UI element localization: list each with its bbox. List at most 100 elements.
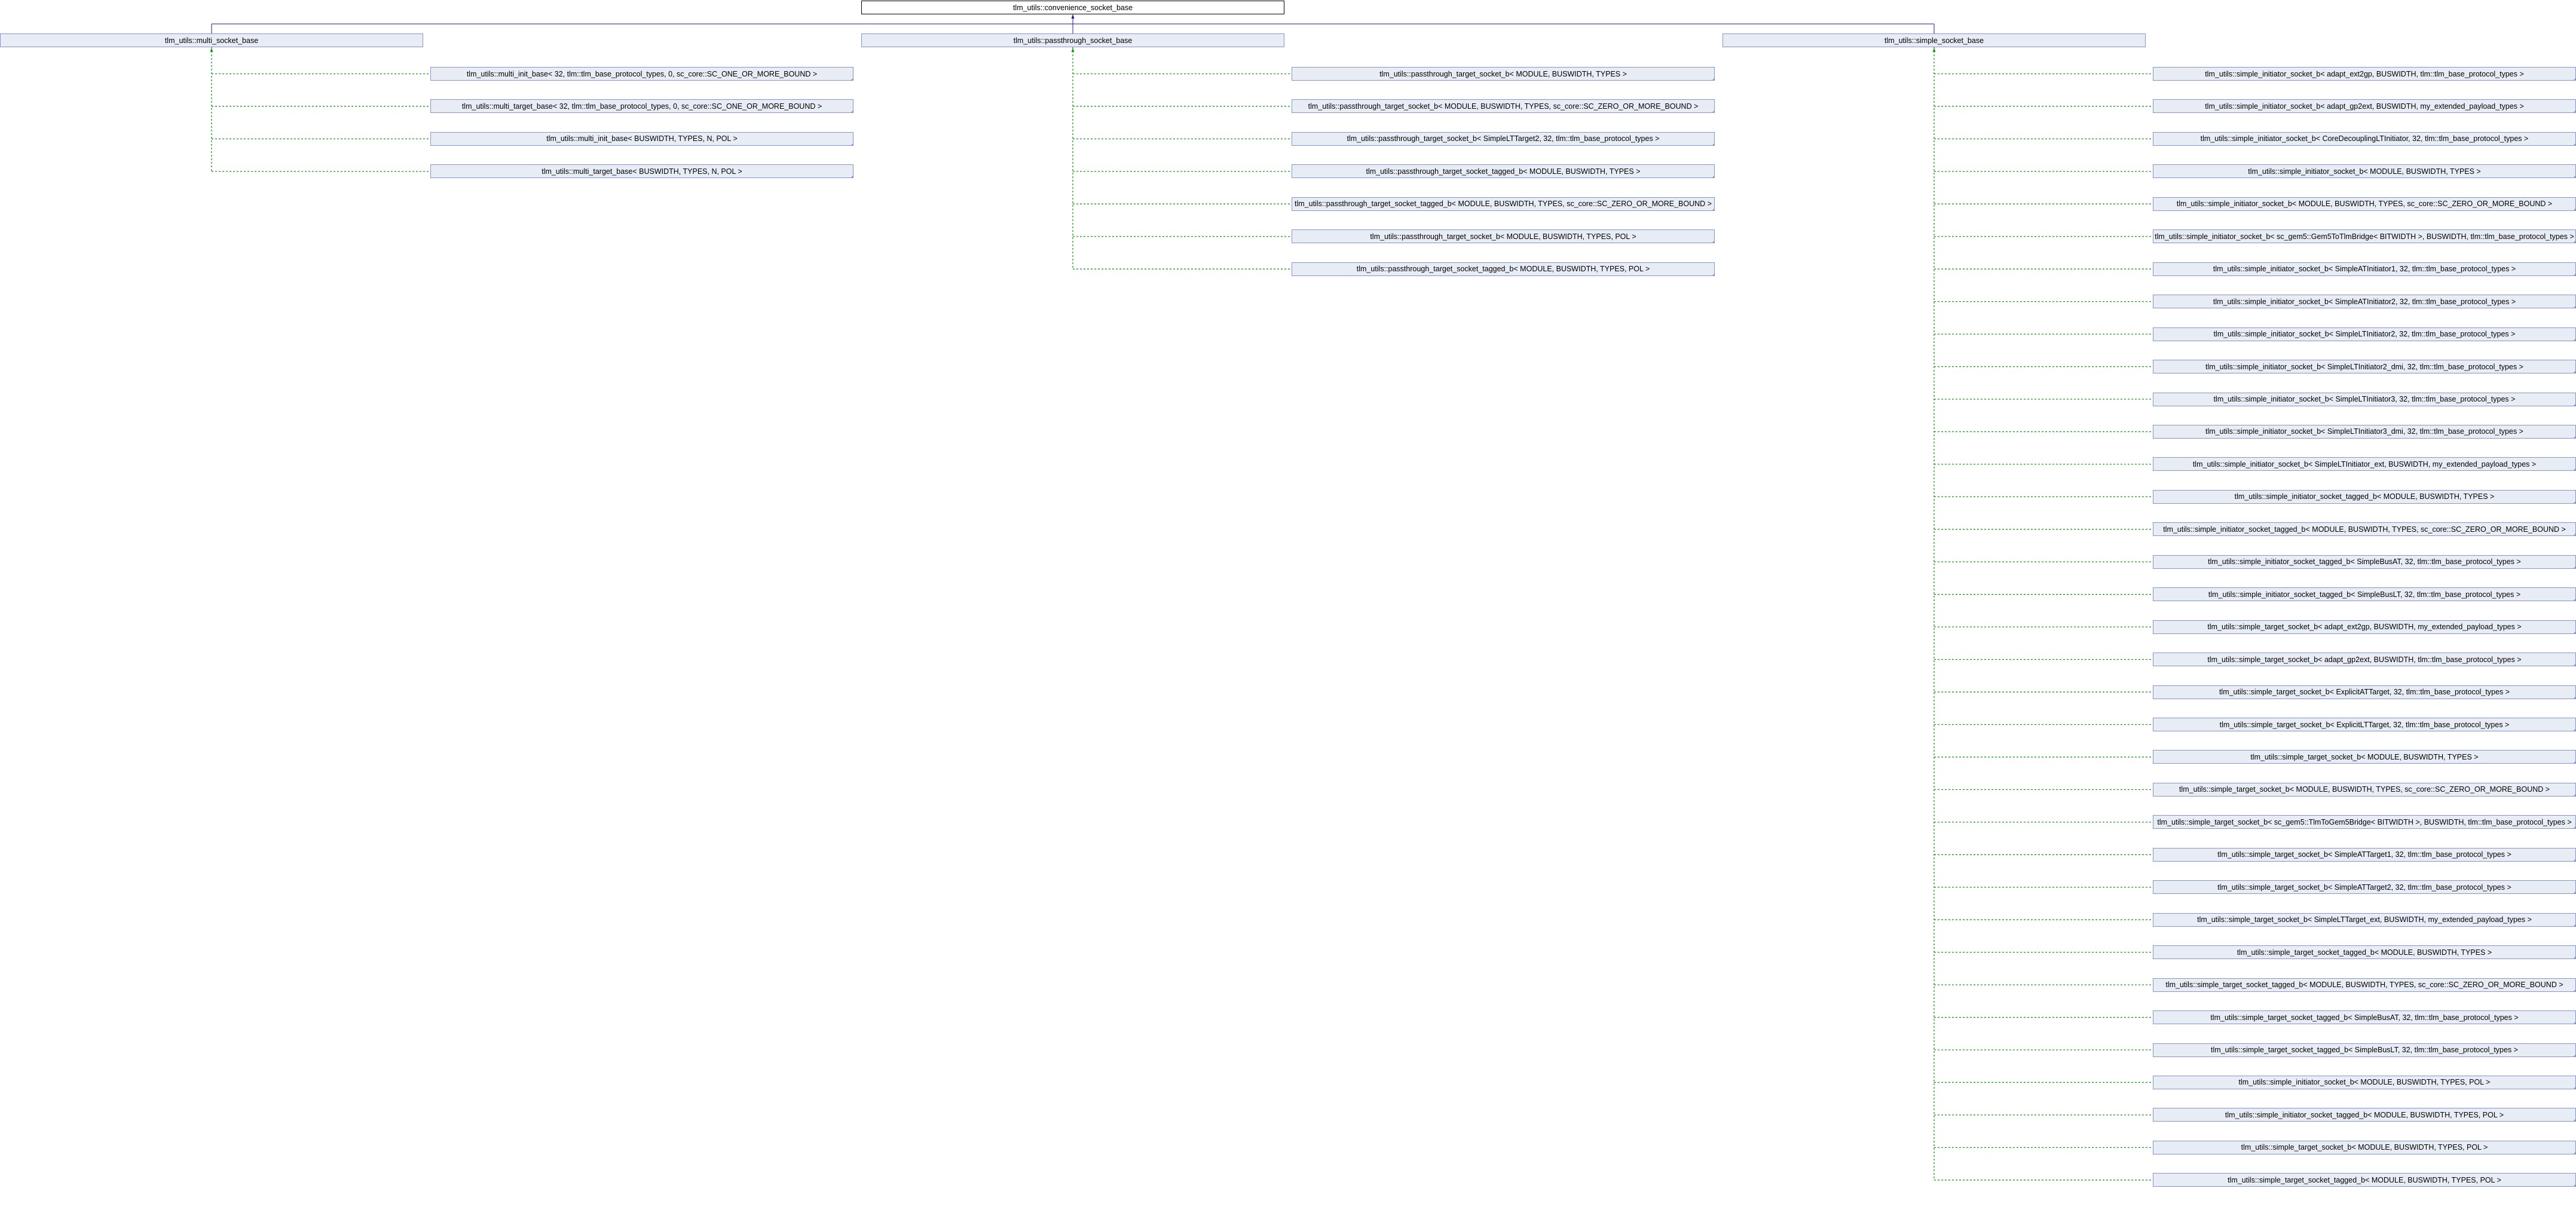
node-template-instance[interactable]: tlm_utils::passthrough_target_socket_b< … — [1292, 131, 1715, 146]
node-template-instance[interactable]: tlm_utils::simple_target_socket_b< Expli… — [2153, 685, 2576, 699]
node-template-instance[interactable]: tlm_utils::multi_init_base< 32, tlm::tlm… — [430, 67, 853, 81]
node-corner-marker — [2573, 468, 2576, 471]
node-template-instance[interactable]: tlm_utils::simple_target_socket_tagged_b… — [2153, 945, 2576, 960]
node-template-instance[interactable]: tlm_utils::simple_target_socket_b< adapt… — [2153, 620, 2576, 634]
node-template-instance[interactable]: tlm_utils::multi_init_base< BUSWIDTH, TY… — [430, 131, 853, 146]
node-corner-marker — [2573, 240, 2576, 244]
node-label: tlm_utils::simple_initiator_socket_b< sc… — [2155, 232, 2574, 241]
node-template-instance[interactable]: tlm_utils::simple_initiator_socket_b< Si… — [2153, 424, 2576, 439]
node-label: tlm_utils::simple_initiator_socket_b< MO… — [2248, 167, 2481, 176]
node-template-instance[interactable]: tlm_utils::passthrough_target_socket_tag… — [1292, 164, 1715, 179]
template-arrowhead — [210, 48, 213, 52]
node-template-instance[interactable]: tlm_utils::simple_initiator_socket_tagge… — [2153, 555, 2576, 569]
node-template-instance[interactable]: tlm_utils::simple_initiator_socket_b< ad… — [2153, 67, 2576, 81]
node-corner-marker — [1712, 78, 1715, 81]
inheritance-arrowhead — [1071, 14, 1075, 19]
node-template-instance[interactable]: tlm_utils::simple_target_socket_b< MODUL… — [2153, 1140, 2576, 1154]
node-template-instance[interactable]: tlm_utils::simple_initiator_socket_b< MO… — [2153, 1075, 2576, 1089]
node-template-instance[interactable]: tlm_utils::simple_target_socket_tagged_b… — [2153, 1173, 2576, 1187]
node-label: tlm_utils::simple_target_socket_b< Simpl… — [2197, 915, 2532, 924]
node-label: tlm_utils::simple_initiator_socket_b< Si… — [2192, 460, 2537, 468]
node-corner-marker — [1712, 207, 1715, 211]
node-label: tlm_utils::simple_initiator_socket_tagge… — [2208, 558, 2521, 566]
node-corner-marker — [2573, 1053, 2576, 1057]
node-template-instance[interactable]: tlm_utils::simple_initiator_socket_tagge… — [2153, 587, 2576, 602]
node-label: tlm_utils::simple_target_socket_b< MODUL… — [2179, 785, 2550, 794]
node-template-instance[interactable]: tlm_utils::simple_target_socket_b< Simpl… — [2153, 847, 2576, 862]
node-corner-marker — [1712, 142, 1715, 146]
node-label: tlm_utils::simple_initiator_socket_b< Co… — [2200, 134, 2529, 143]
node-label: tlm_utils::simple_target_socket_b< Simpl… — [2217, 850, 2511, 859]
node-template-instance[interactable]: tlm_utils::simple_target_socket_b< sc_ge… — [2153, 815, 2576, 829]
node-template-instance[interactable]: tlm_utils::simple_initiator_socket_b< Si… — [2153, 457, 2576, 471]
node-parent-class[interactable]: tlm_utils::simple_socket_base — [1723, 33, 2146, 47]
node-template-instance[interactable]: tlm_utils::simple_target_socket_b< adapt… — [2153, 653, 2576, 667]
node-label: tlm_utils::passthrough_target_socket_tag… — [1356, 265, 1650, 274]
node-label: tlm_utils::passthrough_target_socket_b< … — [1308, 102, 1699, 111]
node-corner-marker — [2573, 305, 2576, 309]
node-template-instance[interactable]: tlm_utils::simple_initiator_socket_tagge… — [2153, 522, 2576, 537]
node-corner-marker — [2573, 500, 2576, 504]
node-label: tlm_utils::multi_init_base< BUSWIDTH, TY… — [546, 134, 738, 143]
node-label: tlm_utils::multi_init_base< 32, tlm::tlm… — [466, 69, 818, 78]
node-label: tlm_utils::simple_initiator_socket_tagge… — [2225, 1110, 2504, 1119]
node-corner-marker — [2573, 338, 2576, 341]
node-template-instance[interactable]: tlm_utils::multi_target_base< BUSWIDTH, … — [430, 164, 853, 179]
node-template-instance[interactable]: tlm_utils::simple_target_socket_b< MODUL… — [2153, 782, 2576, 797]
node-template-instance[interactable]: tlm_utils::simple_initiator_socket_b< Si… — [2153, 392, 2576, 406]
node-corner-marker — [2573, 598, 2576, 602]
node-label: tlm_utils::simple_target_socket_tagged_b… — [2165, 981, 2563, 990]
node-corner-marker — [2573, 663, 2576, 667]
node-label: tlm_utils::simple_initiator_socket_b< Si… — [2213, 265, 2516, 274]
node-corner-marker — [2573, 630, 2576, 634]
node-label: tlm_utils::simple_target_socket_b< sc_ge… — [2157, 817, 2572, 826]
node-template-instance[interactable]: tlm_utils::passthrough_target_socket_b< … — [1292, 99, 1715, 114]
node-label: tlm_utils::simple_initiator_socket_b< MO… — [2238, 1078, 2491, 1087]
node-template-instance[interactable]: tlm_utils::passthrough_target_socket_tag… — [1292, 262, 1715, 276]
node-template-instance[interactable]: tlm_utils::multi_target_base< 32, tlm::t… — [430, 99, 853, 114]
node-corner-marker — [2573, 142, 2576, 146]
node-template-instance[interactable]: tlm_utils::passthrough_target_socket_b< … — [1292, 229, 1715, 244]
node-root[interactable]: tlm_utils::convenience_socket_base — [861, 1, 1284, 14]
node-label: tlm_utils::simple_initiator_socket_tagge… — [2234, 492, 2495, 501]
node-label: tlm_utils::simple_target_socket_tagged_b… — [2237, 948, 2492, 957]
node-template-instance[interactable]: tlm_utils::simple_initiator_socket_b< Si… — [2153, 327, 2576, 341]
node-template-instance[interactable]: tlm_utils::simple_initiator_socket_b< MO… — [2153, 197, 2576, 211]
node-corner-marker — [2573, 1184, 2576, 1187]
node-template-instance[interactable]: tlm_utils::simple_initiator_socket_tagge… — [2153, 1108, 2576, 1122]
node-corner-marker — [2573, 858, 2576, 862]
node-template-instance[interactable]: tlm_utils::simple_target_socket_tagged_b… — [2153, 1010, 2576, 1025]
node-label: tlm_utils::multi_target_base< 32, tlm::t… — [461, 102, 822, 111]
node-label: tlm_utils::simple_target_socket_b< Expli… — [2219, 688, 2510, 697]
node-template-instance[interactable]: tlm_utils::simple_initiator_socket_b< ad… — [2153, 99, 2576, 114]
node-template-instance[interactable]: tlm_utils::simple_target_socket_b< Expli… — [2153, 718, 2576, 731]
node-corner-marker — [2573, 761, 2576, 764]
node-corner-marker — [850, 110, 853, 114]
node-parent-class[interactable]: tlm_utils::passthrough_socket_base — [861, 33, 1284, 47]
node-corner-marker — [1712, 110, 1715, 114]
node-label: tlm_utils::simple_target_socket_b< adapt… — [2207, 655, 2522, 664]
template-arrowhead — [1071, 48, 1075, 52]
node-template-instance[interactable]: tlm_utils::simple_initiator_socket_b< Co… — [2153, 131, 2576, 146]
node-template-instance[interactable]: tlm_utils::simple_target_socket_b< Simpl… — [2153, 912, 2576, 927]
node-template-instance[interactable]: tlm_utils::passthrough_target_socket_b< … — [1292, 67, 1715, 81]
node-label: tlm_utils::simple_initiator_socket_b< Si… — [2205, 427, 2523, 436]
node-template-instance[interactable]: tlm_utils::simple_target_socket_tagged_b… — [2153, 1043, 2576, 1057]
node-label: tlm_utils::simple_initiator_socket_b< Si… — [2213, 297, 2516, 306]
node-template-instance[interactable]: tlm_utils::simple_target_socket_tagged_b… — [2153, 978, 2576, 992]
node-template-instance[interactable]: tlm_utils::simple_initiator_socket_tagge… — [2153, 489, 2576, 504]
node-corner-marker — [1712, 175, 1715, 179]
node-template-instance[interactable]: tlm_utils::simple_initiator_socket_b< Si… — [2153, 295, 2576, 309]
node-corner-marker — [850, 175, 853, 179]
node-template-instance[interactable]: tlm_utils::simple_initiator_socket_b< Si… — [2153, 360, 2576, 374]
node-template-instance[interactable]: tlm_utils::simple_initiator_socket_b< MO… — [2153, 164, 2576, 179]
node-parent-class[interactable]: tlm_utils::multi_socket_base — [0, 33, 423, 47]
node-template-instance[interactable]: tlm_utils::passthrough_target_socket_tag… — [1292, 197, 1715, 211]
node-template-instance[interactable]: tlm_utils::simple_target_socket_b< MODUL… — [2153, 750, 2576, 764]
node-template-instance[interactable]: tlm_utils::simple_initiator_socket_b< sc… — [2153, 229, 2576, 244]
node-template-instance[interactable]: tlm_utils::simple_target_socket_b< Simpl… — [2153, 880, 2576, 895]
node-template-instance[interactable]: tlm_utils::simple_initiator_socket_b< Si… — [2153, 262, 2576, 276]
node-label: tlm_utils::simple_initiator_socket_b< MO… — [2176, 200, 2553, 209]
node-label: tlm_utils::simple_initiator_socket_tagge… — [2208, 590, 2521, 599]
node-corner-marker — [2573, 272, 2576, 276]
